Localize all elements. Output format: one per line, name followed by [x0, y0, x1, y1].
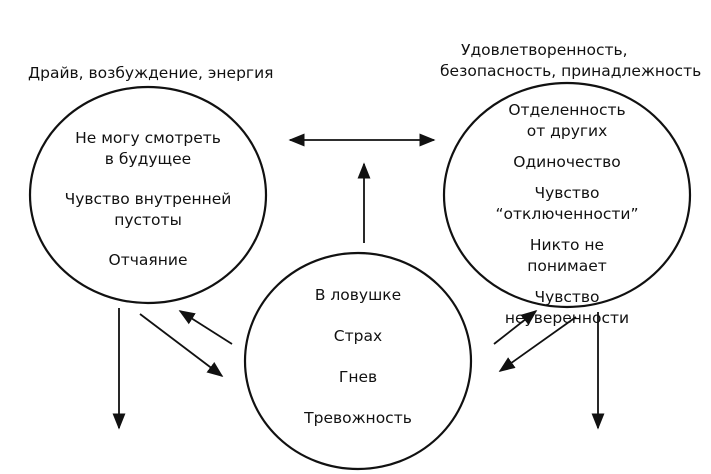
- right-item-insecurity-line1: Чувство: [534, 288, 600, 306]
- left-item-future-line1: Не могу смотреть: [75, 129, 221, 147]
- left-circle: [28, 85, 268, 305]
- right-item-separation: Отделенность от других: [508, 100, 625, 142]
- bottom-item-fear: Страх: [333, 327, 383, 345]
- bottom-circle-text: В ловушке Страх Гнев Тревожность: [304, 285, 412, 429]
- arrow-right-to-bottom: [498, 316, 577, 372]
- left-item-emptiness: Чувство внутренней пустоты: [65, 189, 232, 231]
- left-item-future-line2: в будущее: [104, 150, 192, 168]
- right-heading-line2: безопасность, принадлежность: [440, 62, 702, 80]
- bottom-item-anger: Гнев: [338, 368, 378, 386]
- left-circle-text: Не могу смотреть в будущее Чувство внутр…: [65, 128, 232, 271]
- right-item-disconnected-line1: Чувство “отключенности”: [495, 184, 639, 223]
- right-circle: [442, 81, 692, 309]
- right-item-separation-line2: от других: [526, 122, 608, 140]
- left-item-despair-line1: Отчаяние: [108, 251, 188, 269]
- right-circle-text: Отделенность от других Одиночество Чувст…: [495, 100, 639, 329]
- arrow-bottom-to-left: [178, 310, 233, 345]
- arrow-bottom-to-right: [493, 309, 538, 345]
- right-item-separation-line1: Отделенность: [508, 101, 626, 119]
- left-item-future: Не могу смотреть в будущее: [75, 128, 221, 170]
- right-item-not-understood: Никто не понимает: [495, 235, 639, 277]
- bottom-item-trapped: В ловушке: [314, 286, 402, 304]
- right-item-not-understood-line1: Никто не понимает: [527, 236, 607, 275]
- bottom-circle: [243, 251, 473, 471]
- left-item-emptiness-line2: пустоты: [114, 211, 182, 229]
- right-item-disconnected: Чувство “отключенности”: [495, 183, 639, 225]
- right-item-loneliness: Одиночество: [513, 152, 620, 173]
- left-item-despair: Отчаяние: [109, 250, 188, 271]
- left-heading: Драйв, возбуждение, энергия: [28, 64, 274, 82]
- right-item-insecurity-line2: неуверенности: [504, 309, 630, 327]
- left-item-emptiness-line1: Чувство внутренней: [64, 190, 232, 208]
- bottom-item-anxiety: Тревожность: [304, 409, 412, 427]
- arrow-left-to-bottom: [139, 313, 224, 377]
- right-heading-line1: Удовлетворенность,: [461, 41, 628, 59]
- right-item-insecurity: Чувство неуверенности: [505, 287, 629, 329]
- right-item-loneliness-line1: Одиночество: [513, 153, 621, 171]
